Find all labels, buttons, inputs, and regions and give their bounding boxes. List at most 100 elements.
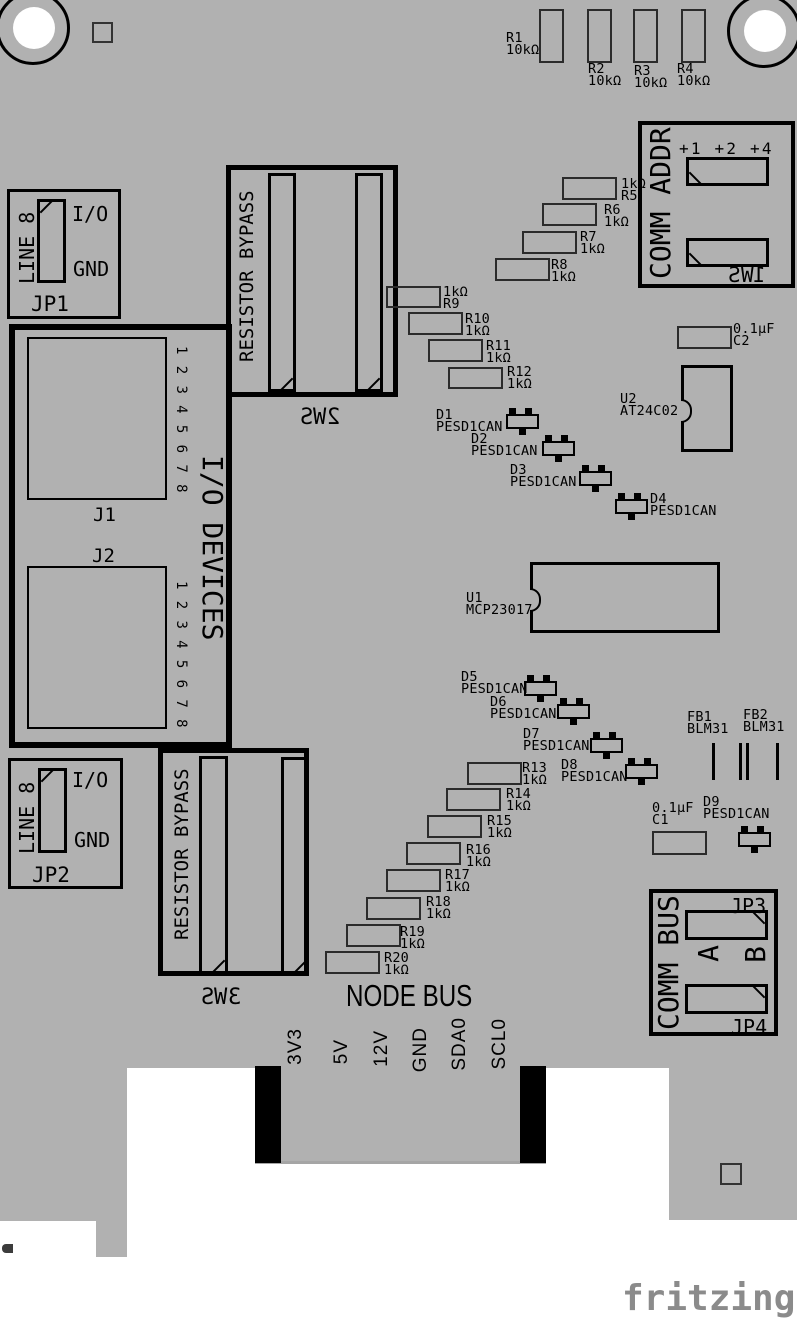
diode-d2 [542,435,575,462]
resistor-r9 [386,286,441,308]
sw3-switch-pad-2 [281,757,309,975]
io-devices-title: I/O DEVICES [196,455,229,641]
sw1-switch-pad-2 [686,238,769,267]
resistor-r19 [346,924,401,947]
resistor-r14 [446,788,501,811]
j1-pin-numbers: 12345678 [173,346,189,504]
node-bus-pin-3v3: 3V3 [285,1028,306,1065]
sw1-name-label: SW1 [728,263,766,287]
jp4-jumper-pad [685,984,768,1014]
resistor-r4 [681,9,706,63]
ferrite-fb1-pad-2 [739,743,742,780]
sw2-title: RESISTOR BYPASS [236,190,258,363]
resistor-r3 [633,9,658,63]
node-bus-pin-12v: 12V [371,1030,392,1067]
jp1-name-label: JP1 [31,292,69,316]
fiducial-square-bottom-right [720,1163,742,1185]
edge-connector-slot-right [520,1066,546,1163]
jp2-jumper-pad [38,768,67,853]
node-bus-pin-scl0: SCL0 [489,1018,510,1070]
diode-d3 [579,465,612,492]
comm-bus-group-box [649,889,778,1036]
sw2-switch-pad-1 [268,173,296,392]
resistor-r15 [427,815,482,838]
comm-addr-options: +1 +2 +4 [679,139,774,158]
jp3-jumper-pad [685,910,768,940]
ic-u1 [530,562,720,633]
j2-connector-pad [27,566,167,729]
capacitor-c1 [652,831,707,855]
edge-connector-slot-left [255,1066,281,1163]
jp2-gnd-label: GND [74,828,111,852]
sw2-switch-pad-2 [355,173,383,392]
resistor-r8 [495,258,550,281]
board-left-foot [96,1221,127,1257]
node-bus-pin-sda0: SDA0 [449,1017,470,1071]
node-bus-pin-gnd: GND [410,1027,431,1073]
board-right-leg [669,1068,797,1220]
resistor-r1 [539,9,564,63]
resistor-r2 [587,9,612,63]
ferrite-fb1-pad-1 [712,743,715,780]
resistor-r11 [428,339,483,362]
jp2-name-label: JP2 [32,863,70,887]
capacitor-c2 [677,326,732,349]
jp4-label: JP4 [731,1015,768,1039]
j2-label: J2 [92,545,115,567]
jp1-gnd-label: GND [73,257,110,281]
resistor-r6 [542,203,597,226]
j2-pin-numbers: 12345678 [173,581,189,739]
jp1-io-label: I/O [72,202,109,226]
comm-bus-a-label: A [692,945,725,962]
diode-d4 [615,493,648,520]
node-bus-title: NODE BUS [346,978,473,1013]
resistor-r20 [325,951,380,974]
io-devices-group-box [9,324,232,748]
diode-d7 [590,732,623,759]
edge-mark [2,1244,13,1253]
jp1-group-box [7,189,121,319]
diode-d8 [625,758,658,785]
jp2-io-label: I/O [72,768,109,792]
sw2-name-label: SW2 [300,405,340,430]
sw3-name-label: SW3 [201,985,241,1010]
diode-d6 [557,698,590,725]
j1-label: J1 [93,504,116,526]
fritzing-logo: fritzing [622,1278,796,1319]
resistor-r7 [522,231,577,254]
resistor-r16 [406,842,461,865]
comm-addr-title: COMM ADDR [644,127,677,279]
